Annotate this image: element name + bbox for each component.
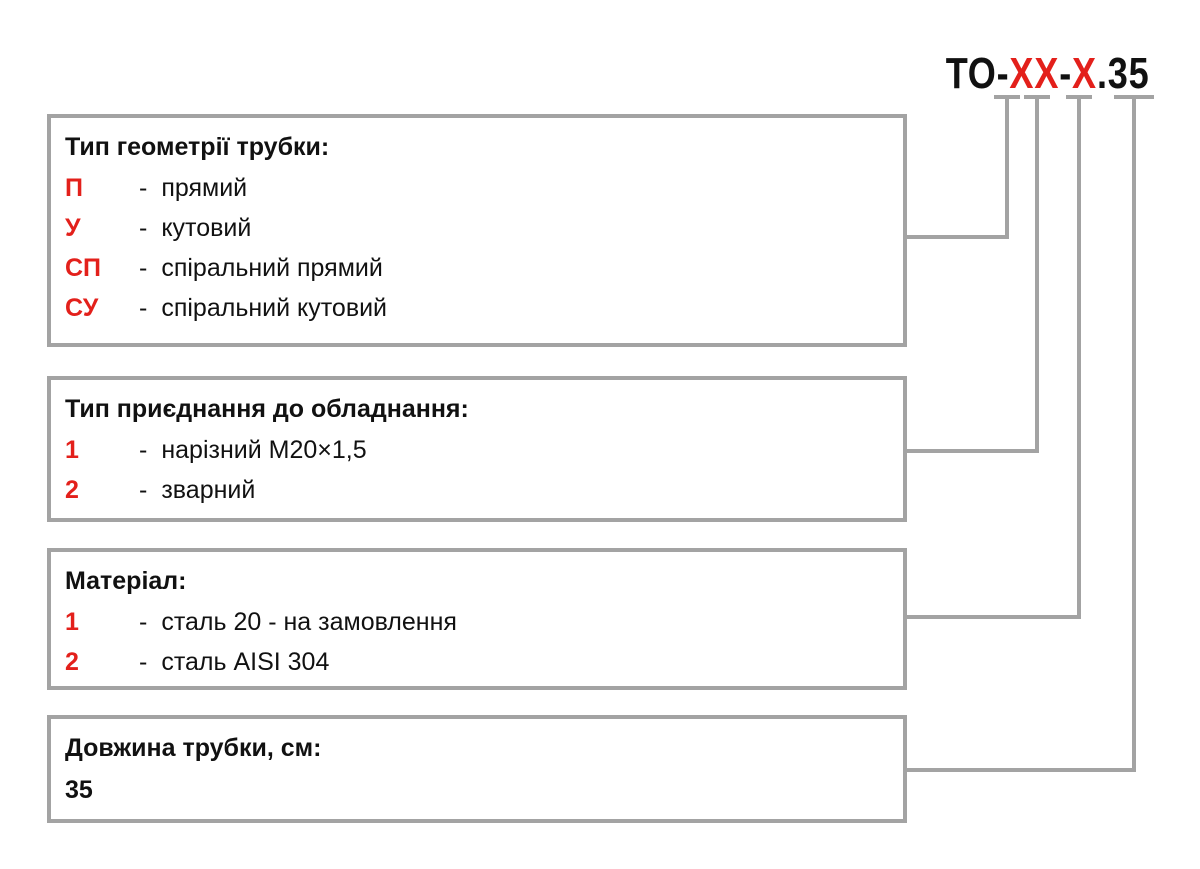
geometry-option-spiral-angular: СУ - спіральний кутовий (65, 288, 889, 328)
code-geometry-placeholder: ХХ (1009, 49, 1060, 98)
option-code: СП (65, 254, 102, 282)
geometry-option-angular: У - кутовий (65, 208, 889, 248)
material-option-steel-20: 1 - сталь 20 - на замовлення (65, 602, 889, 642)
option-label: прямий (161, 174, 248, 202)
code-material-placeholder: Х (1072, 49, 1098, 98)
code-prefix: ТО- (946, 49, 1010, 98)
connection-type-box: Тип приєднання до обладнання: 1 - нарізн… (47, 376, 907, 522)
option-dash: - (139, 648, 148, 676)
connector-length (905, 95, 1136, 772)
option-code: 1 (65, 436, 79, 464)
geometry-option-spiral-straight: СП - спіральний прямий (65, 248, 889, 288)
option-dash: - (139, 608, 148, 636)
tube-length-value: 35 (65, 776, 93, 804)
code-suffix: .35 (1097, 49, 1150, 98)
option-label: спіральний кутовий (161, 294, 388, 322)
option-label: нарізний М20×1,5 (161, 436, 367, 464)
option-dash: - (139, 294, 148, 322)
option-dash: - (139, 254, 148, 282)
option-code: СУ (65, 294, 99, 322)
connection-type-title: Тип приєднання до обладнання: (65, 395, 469, 423)
option-code: П (65, 174, 83, 202)
option-label: сталь 20 - на замовлення (161, 608, 457, 636)
connector-connection (905, 95, 1039, 453)
tube-length-title: Довжина трубки, см: (65, 734, 322, 762)
connector-material (905, 95, 1081, 619)
option-dash: - (139, 174, 148, 202)
connection-option-welded: 2 - зварний (65, 470, 889, 510)
option-dash: - (139, 214, 148, 242)
code-separator: - (1059, 49, 1073, 98)
material-option-aisi-304: 2 - сталь AISI 304 (65, 642, 889, 682)
connection-option-threaded: 1 - нарізний М20×1,5 (65, 430, 889, 470)
option-code: 1 (65, 608, 79, 636)
option-label: спіральний прямий (161, 254, 383, 282)
option-label: сталь AISI 304 (161, 648, 330, 676)
option-label: кутовий (161, 214, 252, 242)
connector-geometry (905, 95, 1009, 239)
geometry-option-straight: П - прямий (65, 168, 889, 208)
geometry-type-box: Тип геометрії трубки: П - прямий У - кут… (47, 114, 907, 347)
option-code: У (65, 214, 81, 242)
option-label: зварний (161, 476, 256, 504)
material-box: Матеріал: 1 - сталь 20 - на замовлення 2… (47, 548, 907, 690)
option-dash: - (139, 476, 148, 504)
option-code: 2 (65, 476, 79, 504)
order-code-title: ТО-ХХ-Х.35 (946, 52, 1150, 96)
geometry-type-title: Тип геометрії трубки: (65, 133, 330, 161)
tube-length-box: Довжина трубки, см: 35 (47, 715, 907, 823)
option-code: 2 (65, 648, 79, 676)
option-dash: - (139, 436, 148, 464)
material-title: Матеріал: (65, 567, 187, 595)
